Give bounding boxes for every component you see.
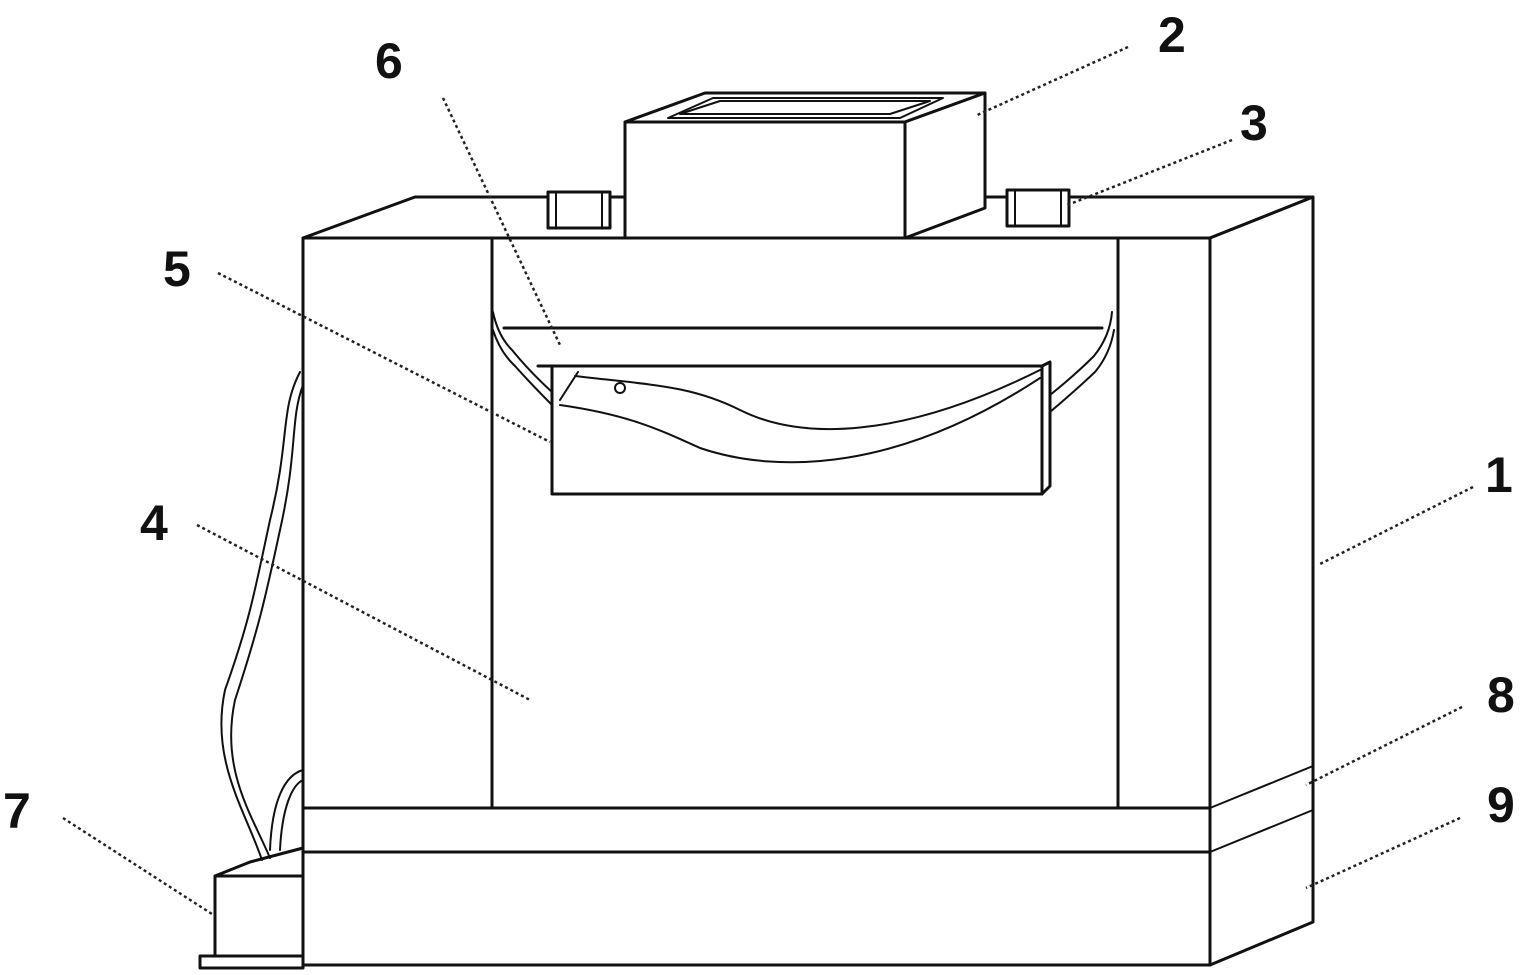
base-layers xyxy=(301,765,1314,854)
callout-9: 9 xyxy=(1487,777,1515,833)
leader-4 xyxy=(196,523,531,702)
top-box-front-face xyxy=(623,120,907,240)
cabinet-body xyxy=(301,195,1315,967)
hose-inner xyxy=(230,384,304,859)
callout-5: 5 xyxy=(163,241,191,297)
chamber-opening xyxy=(490,236,1120,810)
callout-6: 6 xyxy=(375,33,403,89)
callout-4: 4 xyxy=(140,495,168,551)
callout-8: 8 xyxy=(1487,667,1515,723)
leader-2 xyxy=(974,45,1129,118)
callout-1: 1 xyxy=(1485,447,1513,503)
callout-7: 7 xyxy=(3,783,31,839)
callout-labels: 1 2 3 4 5 6 7 8 9 xyxy=(3,7,1515,839)
top-blocks xyxy=(546,188,1071,230)
leader-5 xyxy=(217,271,551,444)
tray-front xyxy=(550,364,1044,496)
top-block-right xyxy=(1005,188,1071,228)
tray xyxy=(550,360,1052,496)
top-box-opening xyxy=(667,97,944,119)
tray-end xyxy=(1040,360,1052,496)
leader-lines xyxy=(62,45,1474,916)
top-block-left xyxy=(546,190,612,230)
callout-3: 3 xyxy=(1240,95,1268,151)
leader-8 xyxy=(1305,705,1463,787)
cabinet-front-face xyxy=(301,236,1212,967)
side-unit xyxy=(198,371,305,970)
cabinet-side-face xyxy=(1208,195,1315,967)
top-box xyxy=(623,91,987,240)
tray-curve-upper xyxy=(574,369,1041,431)
side-unit-box xyxy=(213,874,305,958)
leader-9 xyxy=(1305,816,1461,890)
hose-outer xyxy=(220,371,301,861)
leader-7 xyxy=(62,816,213,916)
callout-2: 2 xyxy=(1158,7,1186,63)
tray-curve-lower xyxy=(559,377,1041,464)
leader-1 xyxy=(1317,485,1474,567)
